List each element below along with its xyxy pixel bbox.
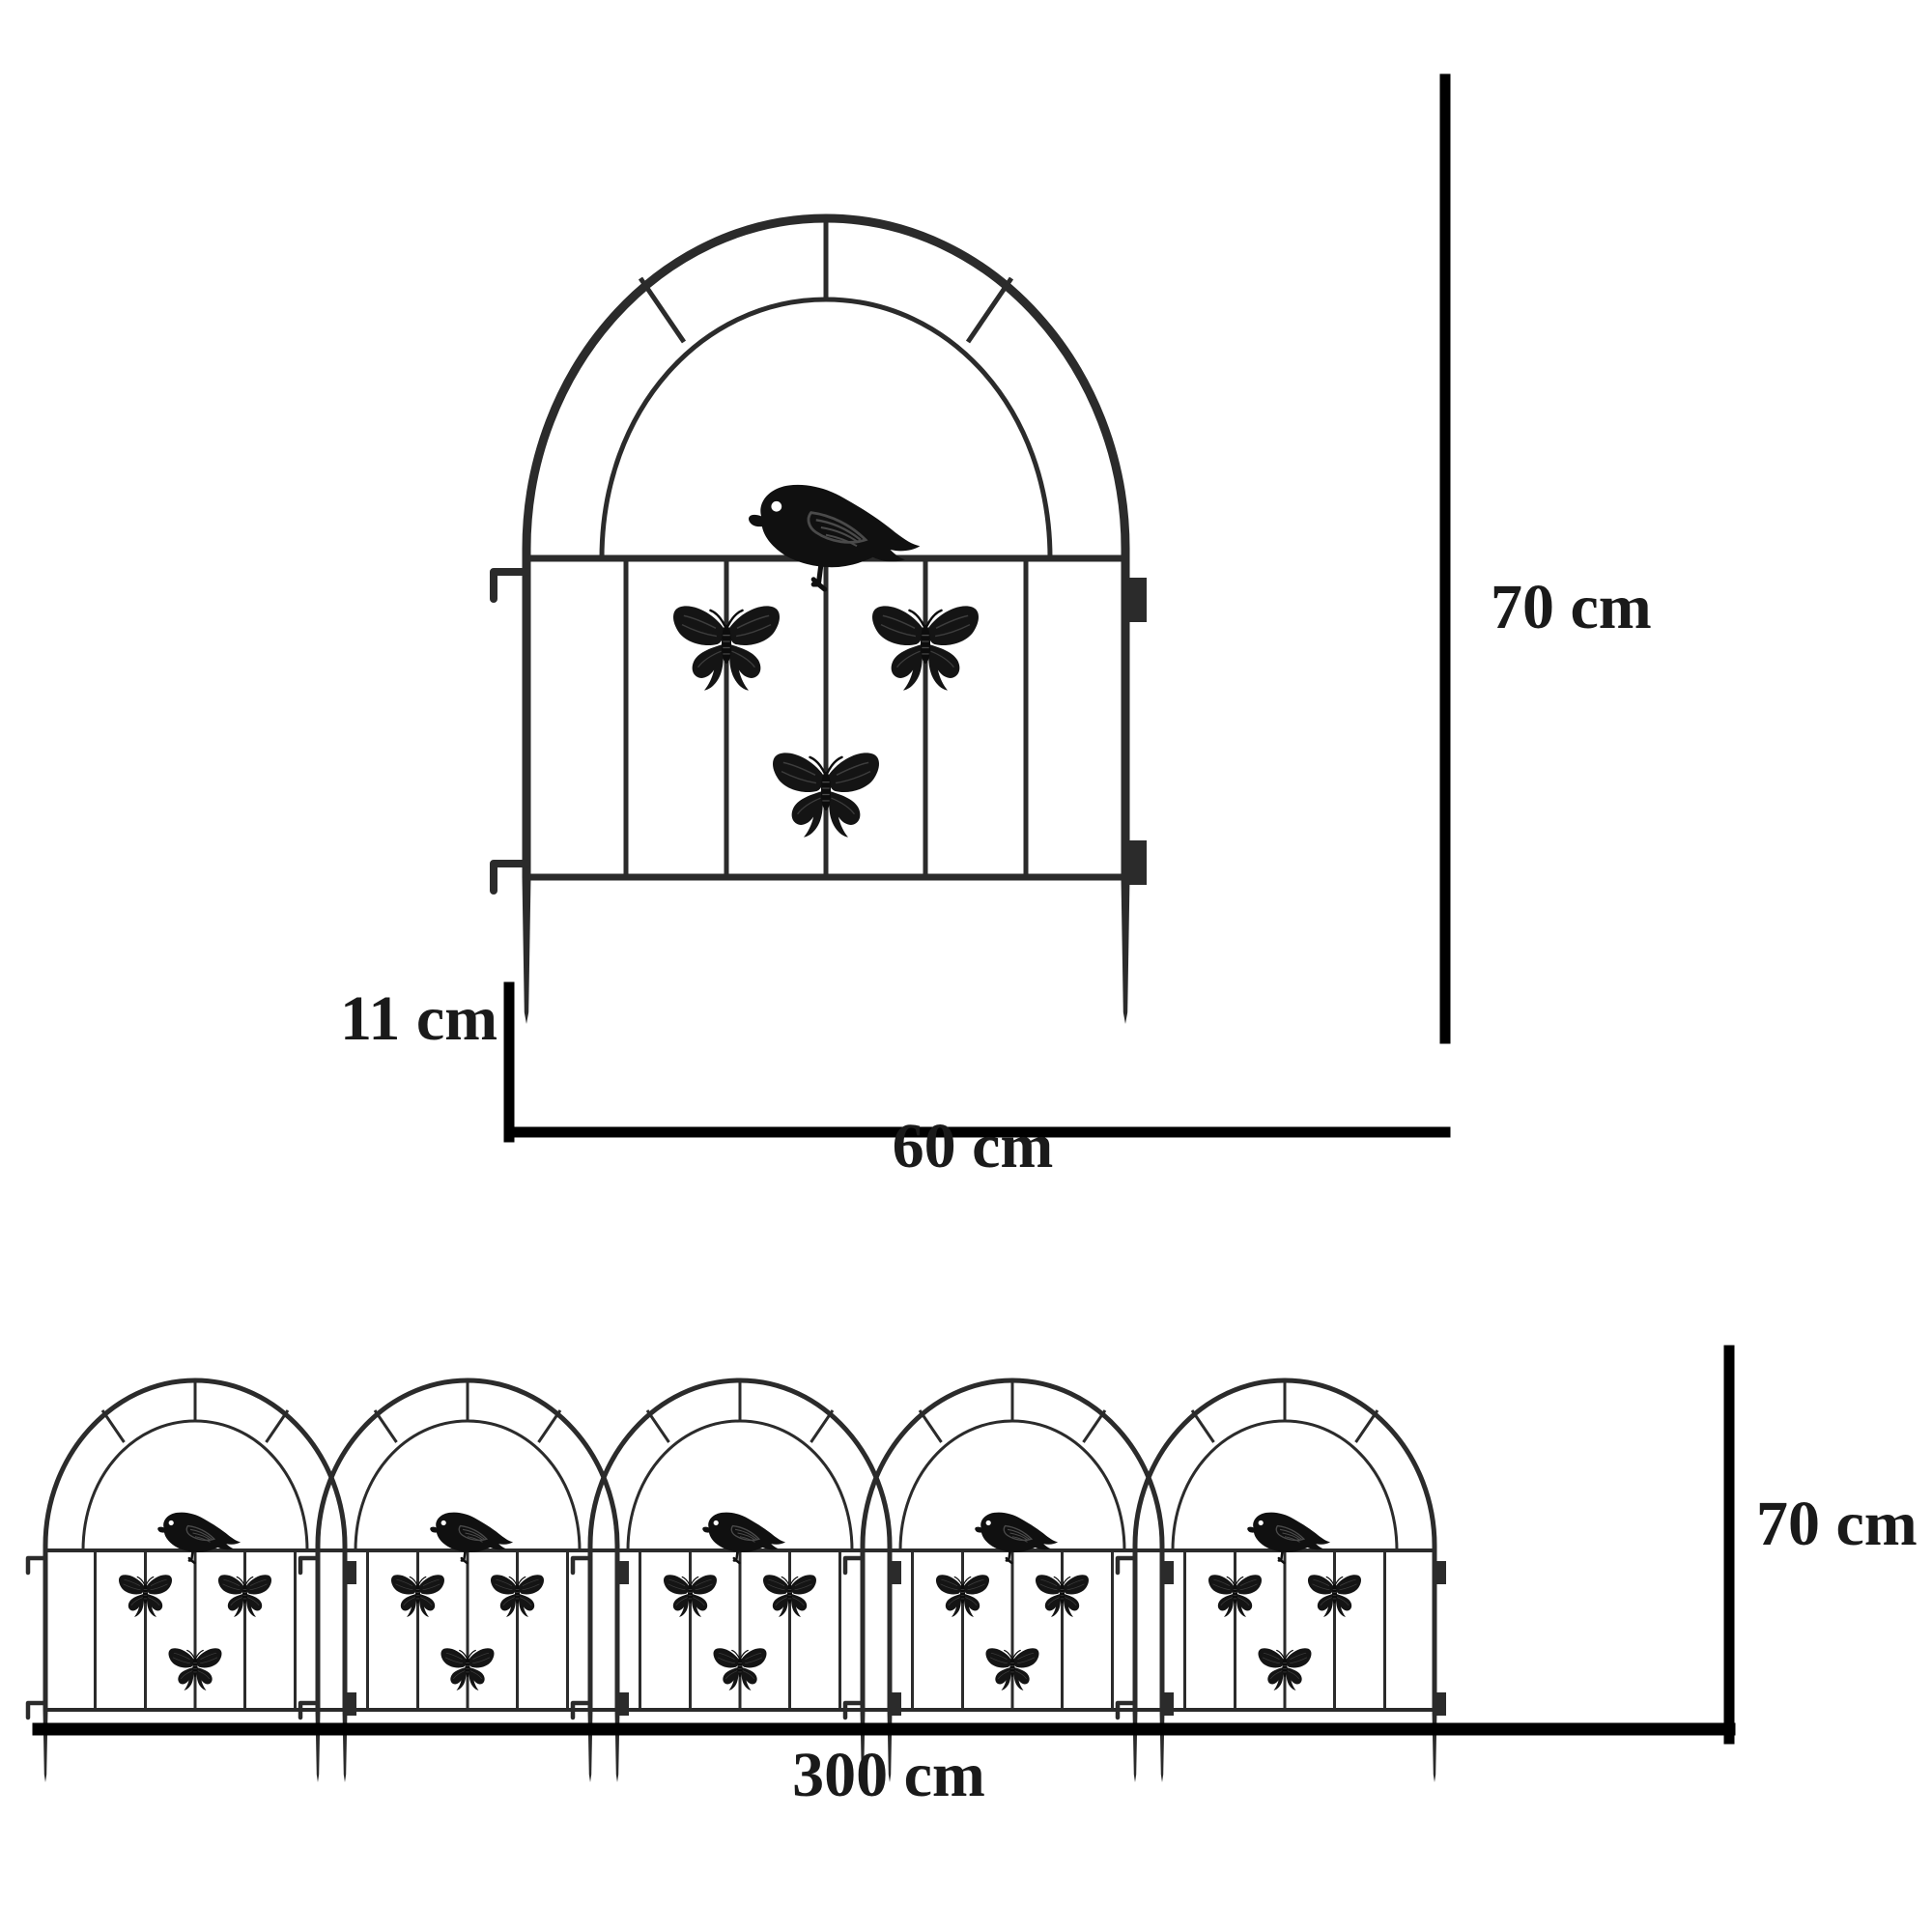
bird-ornament <box>701 1511 787 1565</box>
dimension-label-height-single: 70 cm <box>1491 572 1652 642</box>
single-panel-view <box>494 73 1451 1143</box>
dimension-label-width-run: 300 cm <box>792 1740 985 1810</box>
multi-panel-view <box>28 1345 1736 1782</box>
bird-ornament <box>156 1511 242 1565</box>
fence-panel-1 <box>28 1380 356 1782</box>
dimension-label-width-single: 60 cm <box>892 1111 1054 1181</box>
bird-ornament <box>429 1511 515 1565</box>
bird-ornament <box>974 1511 1060 1565</box>
bird-ornament <box>749 485 920 589</box>
bird-ornament <box>1246 1511 1332 1565</box>
dimension-label-stake-depth: 11 cm <box>340 983 498 1054</box>
dimension-label-height-run: 70 cm <box>1756 1489 1918 1559</box>
panel-frame <box>494 218 1147 1024</box>
single-panel-drawing <box>494 218 1147 1024</box>
